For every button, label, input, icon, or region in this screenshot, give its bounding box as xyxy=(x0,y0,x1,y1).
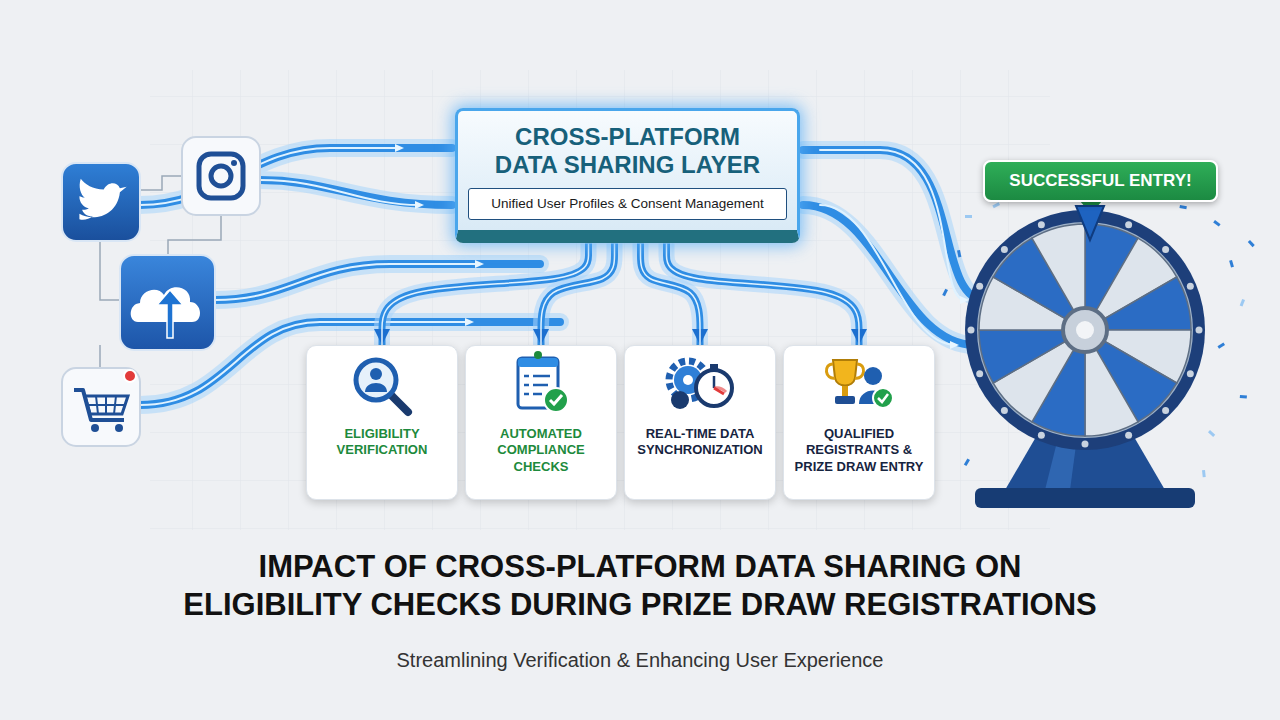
wheel-segment xyxy=(979,330,1068,383)
data-pipe xyxy=(820,205,955,345)
wheel-segment xyxy=(1032,224,1085,313)
confetti xyxy=(1202,470,1206,477)
connector-highlight xyxy=(667,243,860,345)
wheel-bolt xyxy=(1001,407,1008,414)
instagram-icon xyxy=(211,166,231,186)
step-label: ELIGIBILITY VERIFICATION xyxy=(313,426,451,459)
confetti xyxy=(1240,299,1245,307)
shopping-cart-icon xyxy=(85,396,128,414)
step-label: QUALIFIED REGISTRANTS & PRIZE DRAW ENTRY xyxy=(790,426,928,475)
shopping-cart-icon xyxy=(62,368,140,446)
confetti xyxy=(1179,205,1186,209)
instagram-icon xyxy=(182,137,260,215)
connector-line xyxy=(667,243,860,345)
prize-wheel xyxy=(965,206,1205,508)
twitter-icon xyxy=(79,179,126,220)
shopping-cart-icon xyxy=(62,368,140,446)
wheel-segment xyxy=(1085,347,1138,436)
icon-wire xyxy=(100,241,120,300)
shopping-cart-icon xyxy=(124,370,136,382)
instagram-icon xyxy=(182,137,260,215)
prize-wheel xyxy=(977,222,1193,438)
confetti xyxy=(1217,342,1225,348)
shopping-cart-icon xyxy=(91,424,99,432)
wheel-bolt xyxy=(1038,221,1045,228)
step-card: REAL-TIME DATA SYNCHRONIZATION xyxy=(624,345,776,500)
connector-glow xyxy=(667,243,860,345)
connector-glow xyxy=(541,243,615,345)
icon-wire xyxy=(168,215,221,255)
wheel-bolt xyxy=(1187,283,1194,290)
grid xyxy=(150,70,1050,530)
data-flow-connector xyxy=(667,243,860,345)
icon-wire xyxy=(99,345,101,368)
confetti xyxy=(964,458,970,466)
connector-highlight xyxy=(541,243,615,345)
cloud-upload-icon xyxy=(120,255,215,350)
confetti xyxy=(1208,430,1215,437)
step-card: ELIGIBILITY VERIFICATION xyxy=(306,345,458,500)
confetti xyxy=(1229,260,1234,268)
confetti xyxy=(942,202,1255,477)
wheel-bolt xyxy=(1125,432,1132,439)
prize-wheel xyxy=(1063,308,1107,352)
wheel-bolt xyxy=(1125,221,1132,228)
prize-wheel xyxy=(1076,206,1104,240)
wheel-bolt xyxy=(1196,327,1203,334)
step-card: AUTOMATED COMPLIANCE CHECKS xyxy=(465,345,617,500)
twitter-icon xyxy=(62,163,140,241)
wheel-bolt xyxy=(1162,246,1169,253)
icon-wire xyxy=(140,176,182,190)
platform-layer: CROSS-PLATFORM DATA SHARING LAYER Unified… xyxy=(455,108,800,243)
wheel-segment xyxy=(979,224,1191,436)
prize-wheel xyxy=(1076,321,1094,339)
prize-wheel xyxy=(965,210,1205,450)
shopping-cart-icon xyxy=(87,396,125,414)
instagram-icon xyxy=(199,154,243,198)
layer-subtitle: Unified User Profiles & Consent Manageme… xyxy=(468,188,787,220)
wheel-bolt xyxy=(976,370,983,377)
step-card: QUALIFIED REGISTRANTS & PRIZE DRAW ENTRY xyxy=(783,345,935,500)
data-pipe xyxy=(260,180,452,205)
wheel-bolt xyxy=(1082,441,1089,448)
layer-heading: CROSS-PLATFORM DATA SHARING LAYER xyxy=(485,123,770,178)
wheel-bolt xyxy=(1001,246,1008,253)
cloud-upload-icon xyxy=(157,290,183,338)
data-pipe xyxy=(820,150,965,300)
caption: Streamlining Verification & Enhancing Us… xyxy=(0,648,1280,672)
confetti xyxy=(957,250,961,257)
confetti xyxy=(1248,240,1255,247)
confetti xyxy=(1213,220,1220,227)
shopping-cart-icon xyxy=(115,424,123,432)
step-label: REAL-TIME DATA SYNCHRONIZATION xyxy=(631,426,769,459)
confetti xyxy=(1240,395,1247,399)
bubble-label: SUCCESSFUL ENTRY! xyxy=(1009,171,1191,191)
data-pipe xyxy=(260,180,420,205)
confetti xyxy=(992,202,1000,208)
wheel-bolt xyxy=(976,283,983,290)
prize-wheel xyxy=(975,488,1195,508)
wheel-bolt xyxy=(1038,432,1045,439)
confetti xyxy=(942,289,948,297)
wheel-bolt xyxy=(1162,407,1169,414)
instagram-icon xyxy=(231,160,237,166)
twitter-icon xyxy=(62,163,140,241)
cloud-upload-icon xyxy=(120,255,215,350)
connector-line xyxy=(541,243,615,345)
wheel-bolt xyxy=(1187,370,1194,377)
speech-bubble: SUCCESSFUL ENTRY! xyxy=(983,160,1218,202)
title: IMPACT OF CROSS-PLATFORM DATA SHARING ON… xyxy=(169,548,1111,624)
wheel-bolt xyxy=(968,327,975,334)
data-pipe xyxy=(260,180,452,205)
wheel-segment xyxy=(1102,277,1191,330)
step-label: AUTOMATED COMPLIANCE CHECKS xyxy=(472,426,610,475)
data-flow-connector xyxy=(541,243,615,345)
confetti xyxy=(965,215,972,218)
wheel-bolt xyxy=(968,213,1203,448)
